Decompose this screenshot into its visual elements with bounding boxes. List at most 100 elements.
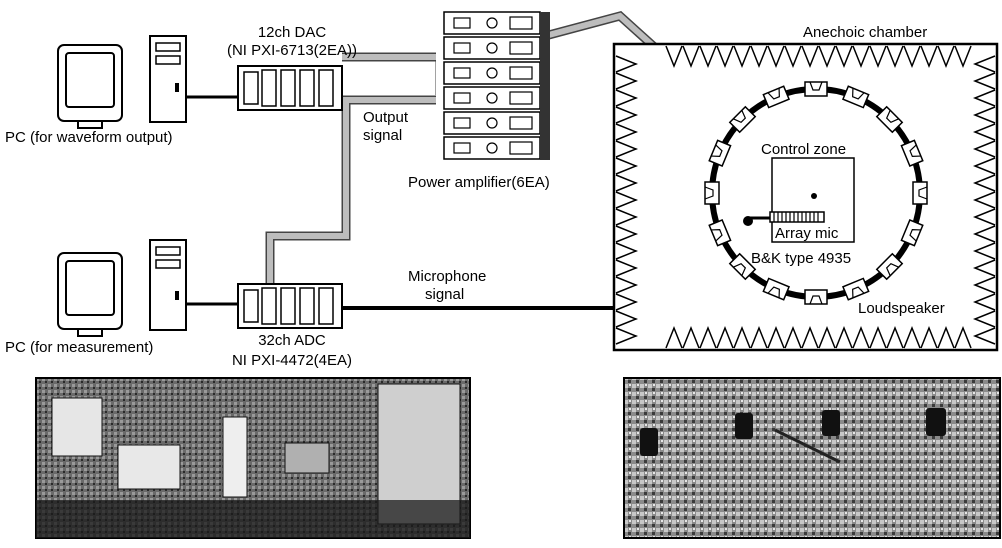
acoustic-wedge bbox=[972, 174, 996, 192]
acoustic-wedge bbox=[615, 157, 639, 175]
acoustic-wedge bbox=[972, 276, 996, 294]
loudspeaker bbox=[900, 218, 924, 247]
power-amplifier bbox=[443, 111, 541, 135]
acoustic-wedge bbox=[869, 45, 887, 69]
acoustic-wedge bbox=[920, 45, 938, 69]
acoustic-wedge bbox=[784, 45, 802, 69]
acoustic-wedge bbox=[665, 325, 683, 349]
acoustic-wedge bbox=[615, 123, 639, 141]
power-amplifier-stack bbox=[436, 8, 550, 166]
acoustic-wedge bbox=[972, 208, 996, 226]
photo-equipment-rack bbox=[35, 377, 471, 539]
loudspeaker bbox=[912, 181, 928, 205]
acoustic-wedge bbox=[682, 45, 700, 69]
acoustic-wedge bbox=[615, 106, 639, 124]
dac-module bbox=[261, 69, 277, 107]
acoustic-wedge bbox=[716, 325, 734, 349]
acoustic-wedge bbox=[937, 45, 955, 69]
acoustic-wedge bbox=[665, 45, 683, 69]
acoustic-wedge bbox=[972, 293, 996, 311]
acoustic-wedge bbox=[972, 106, 996, 124]
output-signal-label-2: signal bbox=[363, 127, 402, 144]
adc-title: 32ch ADC bbox=[258, 332, 326, 349]
acoustic-wedge bbox=[954, 45, 972, 69]
output-signal-cables bbox=[265, 11, 756, 284]
output-signal-label-1: Output bbox=[363, 109, 409, 126]
acoustic-wedge bbox=[716, 45, 734, 69]
loudspeaker bbox=[900, 139, 924, 168]
loudspeaker bbox=[708, 139, 732, 168]
loudspeaker bbox=[762, 85, 791, 109]
dac-module bbox=[280, 69, 296, 107]
adc-module bbox=[318, 287, 334, 325]
amp-rack-side bbox=[540, 12, 550, 160]
acoustic-wedge bbox=[615, 140, 639, 158]
loudspeaker bbox=[708, 218, 732, 247]
pc-output-label: PC (for waveform output) bbox=[5, 129, 173, 146]
acoustic-wedge bbox=[682, 325, 700, 349]
acoustic-wedge bbox=[972, 55, 996, 73]
acoustic-wedge bbox=[972, 310, 996, 328]
acoustic-wedge bbox=[615, 72, 639, 90]
acoustic-wedge bbox=[972, 225, 996, 243]
acoustic-wedge bbox=[615, 327, 639, 345]
array-mic-model-label: B&K type 4935 bbox=[751, 250, 851, 267]
anechoic-label: Anechoic chamber bbox=[803, 24, 927, 41]
loudspeaker bbox=[804, 289, 828, 305]
acoustic-wedge bbox=[886, 325, 904, 349]
acoustic-wedge bbox=[615, 55, 639, 73]
acoustic-wedge bbox=[750, 45, 768, 69]
loudspeaker bbox=[762, 277, 791, 301]
control-zone-label: Control zone bbox=[761, 141, 846, 158]
acoustic-wedge bbox=[801, 45, 819, 69]
acoustic-wedge bbox=[954, 325, 972, 349]
acoustic-wedge bbox=[818, 45, 836, 69]
loudspeaker bbox=[841, 277, 870, 301]
control-zone bbox=[771, 157, 855, 243]
acoustic-wedge bbox=[972, 327, 996, 345]
acoustic-wedge bbox=[972, 191, 996, 209]
power-amplifier bbox=[443, 36, 541, 60]
acoustic-wedge bbox=[615, 242, 639, 260]
acoustic-wedge bbox=[818, 325, 836, 349]
acoustic-wedge bbox=[615, 208, 639, 226]
acoustic-wedge bbox=[972, 123, 996, 141]
labels: 12ch DAC (NI PXI-6713(2EA)) PC (for wave… bbox=[5, 24, 945, 369]
acoustic-wedge bbox=[615, 259, 639, 277]
power-amplifier bbox=[443, 61, 541, 85]
acoustic-wedge bbox=[767, 325, 785, 349]
pc-waveform-output bbox=[57, 35, 238, 129]
acoustic-wedge bbox=[733, 45, 751, 69]
acoustic-wedge bbox=[972, 140, 996, 158]
pc-measure-label: PC (for measurement) bbox=[5, 339, 153, 356]
loudspeaker bbox=[728, 252, 757, 281]
acoustic-wedge bbox=[903, 45, 921, 69]
array-mic-label: Array mic bbox=[775, 225, 839, 242]
acoustic-wedge bbox=[886, 45, 904, 69]
pc-measurement bbox=[57, 239, 238, 337]
dac-model: (NI PXI-6713(2EA)) bbox=[227, 42, 357, 59]
adc-module bbox=[299, 287, 315, 325]
dac-title: 12ch DAC bbox=[258, 24, 327, 41]
adc-module-controller bbox=[243, 289, 259, 323]
power-amplifier bbox=[443, 86, 541, 110]
loudspeaker bbox=[875, 252, 904, 281]
acoustic-wedge bbox=[920, 325, 938, 349]
loudspeaker-label: Loudspeaker bbox=[858, 300, 945, 317]
loudspeaker bbox=[804, 81, 828, 97]
acoustic-wedge bbox=[972, 157, 996, 175]
power-amplifier bbox=[443, 136, 541, 160]
acoustic-wedge bbox=[733, 325, 751, 349]
mic-signal-label-1: Microphone bbox=[408, 268, 486, 285]
acoustic-wedge bbox=[852, 45, 870, 69]
acoustic-wedge bbox=[903, 325, 921, 349]
acoustic-wedge bbox=[767, 45, 785, 69]
power-amp-label: Power amplifier(6EA) bbox=[408, 174, 550, 191]
acoustic-wedge bbox=[835, 45, 853, 69]
dac-module bbox=[318, 69, 334, 107]
photo-anechoic-chamber bbox=[623, 377, 1001, 539]
acoustic-wedge bbox=[937, 325, 955, 349]
acoustic-wedge bbox=[615, 191, 639, 209]
acoustic-wedge bbox=[750, 325, 768, 349]
